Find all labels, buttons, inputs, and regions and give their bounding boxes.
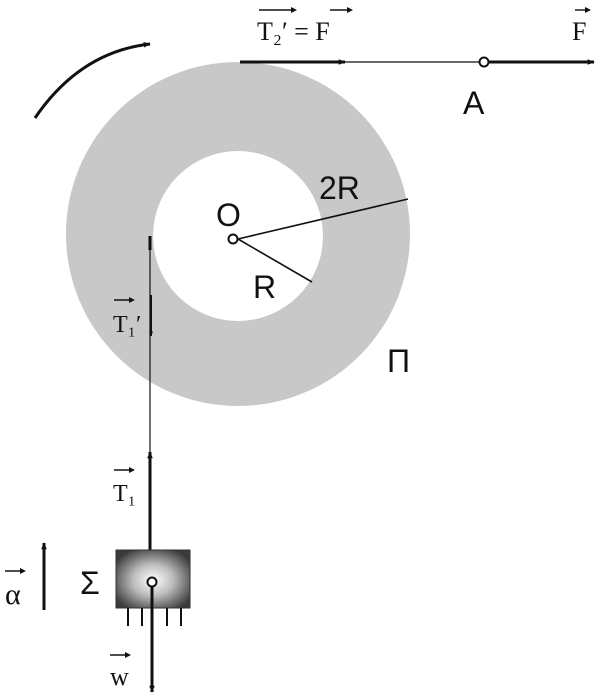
label-tension-top: T₂′ = F xyxy=(257,17,330,46)
label-tension-rope: T₁′ xyxy=(113,312,141,338)
label-acceleration: α xyxy=(5,578,21,611)
inner-radius-line xyxy=(237,238,313,283)
label-body: Σ xyxy=(80,565,100,601)
body-center-marker xyxy=(146,576,158,588)
label-weight: w xyxy=(110,662,129,691)
label-pulley: Π xyxy=(387,343,410,379)
label-force: F xyxy=(572,17,586,46)
rotation-arrow-icon xyxy=(33,41,151,119)
pulley-disk xyxy=(66,62,410,406)
vector-arrow-icon xyxy=(5,7,591,658)
label-point-a: A xyxy=(463,85,485,121)
label-tension-body: T₁ xyxy=(113,481,136,507)
label-outer-radius: 2R xyxy=(319,170,360,206)
outer-radius-line xyxy=(237,198,409,240)
label-inner-radius: R xyxy=(253,269,276,305)
point-a-marker xyxy=(478,56,490,68)
center-o-marker xyxy=(227,233,239,245)
label-center-o: O xyxy=(216,197,241,233)
